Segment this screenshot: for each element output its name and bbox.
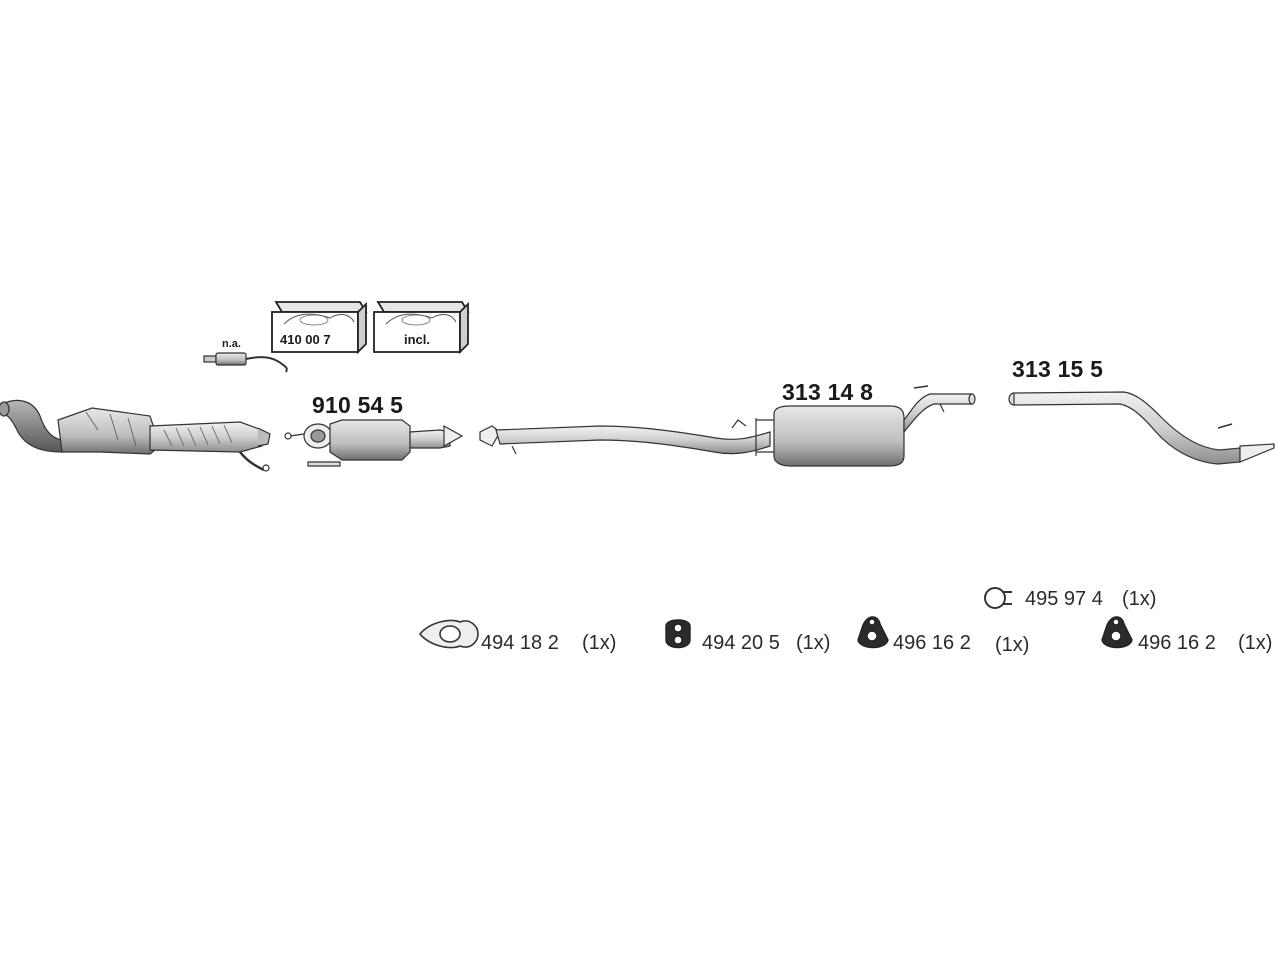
- accessory-number: 496 16 2: [893, 632, 971, 654]
- rubber-mount-icon: [1101, 616, 1133, 649]
- rubber-hanger-icon: [665, 619, 691, 649]
- sensor-note: n.a.: [222, 338, 241, 350]
- part-number-313148: 313 14 8: [782, 379, 874, 405]
- fitting-kit-box-1: [271, 301, 368, 355]
- middle-pipe-silencer: [479, 385, 976, 467]
- part-number-910545: 910 54 5: [312, 392, 404, 418]
- lambda-sensor: [203, 352, 288, 373]
- accessory-qty: (1x): [582, 632, 617, 654]
- accessory-qty: (1x): [796, 632, 831, 654]
- rubber-mount-icon: [857, 616, 889, 649]
- fitting-kit-box-2: [373, 301, 470, 355]
- rear-pipe: [1008, 391, 1275, 465]
- accessory-qty: (1x): [995, 634, 1030, 656]
- kit-label-2: incl.: [404, 332, 431, 347]
- accessory-number: 494 18 2: [481, 632, 559, 654]
- particulate-filter: [284, 419, 464, 467]
- pipe-clamp-icon: [984, 587, 1012, 609]
- kit-label-1: 410 00 7: [280, 332, 331, 347]
- accessory-qty: (1x): [1238, 632, 1273, 654]
- front-pipe-catalyst: [0, 399, 271, 472]
- accessory-number: 495 97 4: [1025, 588, 1103, 610]
- part-number-313155: 313 15 5: [1012, 356, 1104, 382]
- accessory-number: 496 16 2: [1138, 632, 1216, 654]
- accessory-number: 494 20 5: [702, 632, 780, 654]
- accessory-qty: (1x): [1122, 588, 1157, 610]
- flange-gasket-icon: [418, 619, 479, 649]
